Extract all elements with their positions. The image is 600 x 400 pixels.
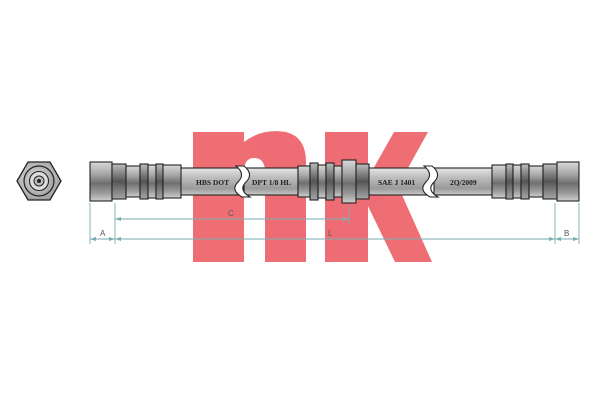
dimension-label-a: A (100, 229, 106, 238)
dimension-label-c: C (228, 209, 234, 218)
hose-print-3: SAE J 1401 (378, 178, 415, 187)
fitting-end-view (16, 161, 62, 201)
dimension-arrows (90, 217, 579, 241)
left-fitting (89, 161, 182, 202)
dimension-label-b: B (564, 229, 569, 238)
hose-print-2: DPT 1/8 HL (252, 178, 291, 187)
hose-body (179, 167, 495, 196)
break-marks (234, 165, 441, 198)
hose-print-4: 2Q/2009 (450, 178, 477, 187)
logo-letter-n (193, 131, 306, 262)
dimension-label-l: L (328, 229, 333, 238)
right-fitting (491, 161, 580, 202)
middle-fitting (297, 159, 370, 204)
hose-print-1: HBS DOT (196, 178, 229, 187)
